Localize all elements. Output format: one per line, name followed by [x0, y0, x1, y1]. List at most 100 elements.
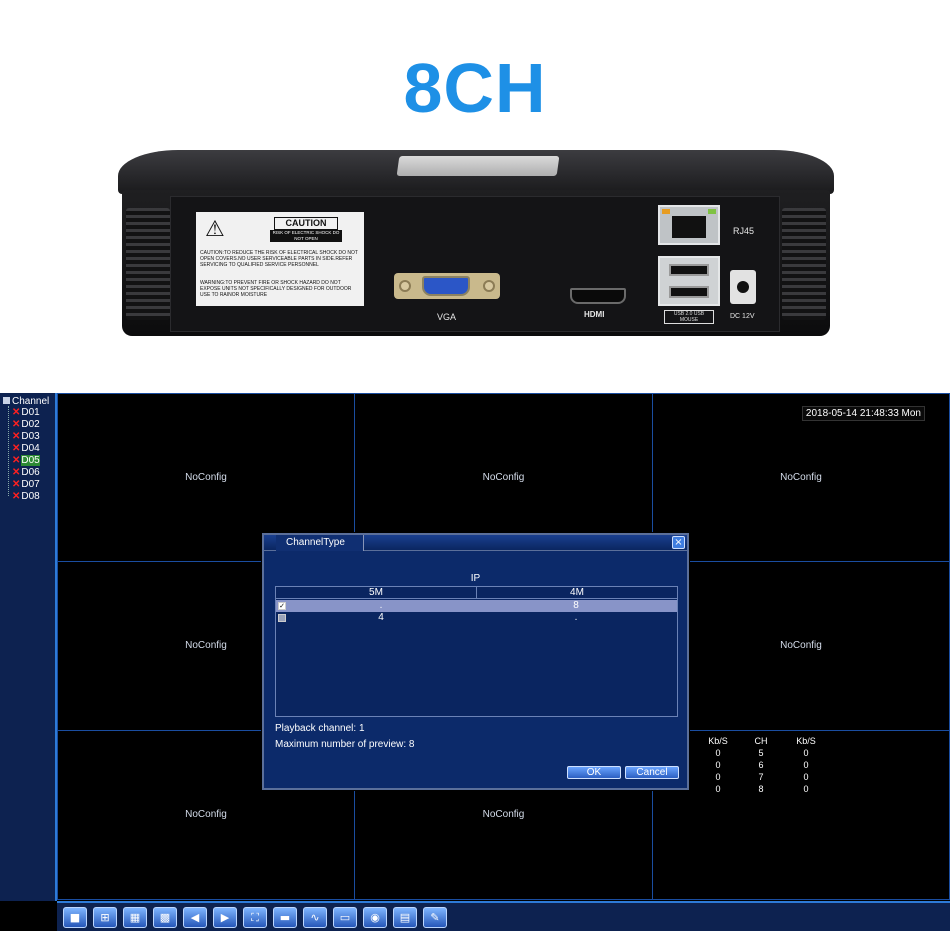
hdmi-label: HDMI: [584, 310, 605, 319]
stats-cell: 0: [803, 784, 809, 794]
max-preview-text: Maximum number of preview: 8: [275, 739, 415, 750]
rj45-label: RJ45: [733, 226, 755, 236]
vent-left: [126, 208, 170, 320]
sidebar-item-d08[interactable]: ✕D08: [12, 491, 40, 503]
channel-label: D08: [21, 491, 40, 502]
stats-cell: 0: [803, 772, 809, 782]
dialog-titlebar: ChannelType ×: [264, 535, 687, 551]
caution-title: CAUTION: [274, 217, 338, 230]
stats-cell: 0: [715, 748, 721, 758]
channel-label: D07: [21, 479, 40, 490]
warning-text: WARNING:TO PREVENT FIRE OR SHOCK HAZARD …: [200, 280, 352, 298]
video-cell[interactable]: NoConfig: [652, 561, 950, 731]
disconnected-icon: ✕: [12, 467, 21, 478]
dc-label: DC 12V: [730, 313, 755, 320]
disconnected-icon: ✕: [12, 491, 21, 502]
stats-cell: 0: [715, 784, 721, 794]
playback-icon[interactable]: ∿: [303, 907, 327, 928]
no-config-label: NoConfig: [185, 640, 227, 651]
stats-header-cell: Kb/S: [708, 736, 728, 746]
usb-ports: [658, 256, 720, 306]
cell-5m: .: [379, 600, 383, 611]
hdmi-port: [570, 288, 626, 304]
record-icon[interactable]: ▬: [273, 907, 297, 928]
sidebar-item-d07[interactable]: ✕D07: [12, 479, 40, 491]
dc-power-port: [730, 270, 756, 304]
stats-cell: 7: [758, 772, 764, 782]
fullscreen-icon[interactable]: ⛶: [243, 907, 267, 928]
caution-text: CAUTION:TO REDUCE THE RISK OF ELECTRICAL…: [200, 250, 358, 268]
video-cell[interactable]: NoConfig 2018-05-14 21:48:33 Mon: [652, 393, 950, 562]
channel-header-label: Channel: [12, 396, 50, 407]
no-config-label: NoConfig: [780, 471, 822, 483]
ptz-icon[interactable]: ◉: [363, 907, 387, 928]
sidebar-item-d05[interactable]: ✕D05: [12, 455, 40, 467]
sidebar-item-d06[interactable]: ✕D06: [12, 467, 40, 479]
cell-5m: 4: [378, 612, 384, 623]
nine-view-icon[interactable]: ▩: [153, 907, 177, 928]
stats-cell: 0: [715, 772, 721, 782]
six-view-icon[interactable]: ▦: [123, 907, 147, 928]
vga-label: VGA: [437, 312, 457, 322]
caution-sub: RISK OF ELECTRIC SHOCK DO NOT OPEN: [270, 230, 342, 242]
dialog-title: ChannelType: [276, 535, 364, 551]
setting-icon[interactable]: ▤: [393, 907, 417, 928]
nvr-ui: Channel ✕D01✕D02✕D03✕D04✕D05✕D06✕D07✕D08…: [0, 393, 950, 931]
close-icon[interactable]: ×: [672, 536, 685, 549]
column-header-4m: 4M: [570, 587, 584, 598]
table-row[interactable]: 4.: [276, 612, 677, 624]
stats-cell: 0: [803, 760, 809, 770]
previous-icon[interactable]: ◀: [183, 907, 207, 928]
sidebar-item-d02[interactable]: ✕D02: [12, 419, 40, 431]
single-view-icon[interactable]: ■: [63, 907, 87, 928]
disconnected-icon: ✕: [12, 479, 21, 490]
quad-view-icon[interactable]: ⊞: [93, 907, 117, 928]
headline: 8CH: [403, 49, 547, 127]
rj45-port: [658, 205, 720, 245]
no-config-label: NoConfig: [780, 640, 822, 651]
stats-header-cell: CH: [754, 736, 768, 746]
channel-label: D04: [21, 443, 40, 454]
tree-line: [8, 406, 9, 496]
sidebar-item-d01[interactable]: ✕D01: [12, 407, 40, 419]
disconnected-icon: ✕: [12, 443, 21, 454]
network-icon[interactable]: ▭: [333, 907, 357, 928]
next-icon[interactable]: ▶: [213, 907, 237, 928]
bottom-toolbar: ■ ⊞ ▦ ▩ ◀ ▶ ⛶ ▬ ∿ ▭ ◉ ▤ ✎: [57, 901, 950, 931]
warning-icon: ⚠: [205, 216, 225, 241]
column-header-5m: 5M: [369, 587, 383, 598]
no-config-label: NoConfig: [482, 471, 525, 483]
row-checkbox[interactable]: ✓: [278, 602, 286, 610]
cell-4m: 8: [573, 600, 579, 611]
stats-cell: 6: [758, 760, 764, 770]
caution-label: ⚠ CAUTION RISK OF ELECTRIC SHOCK DO NOT …: [196, 212, 364, 306]
row-checkbox[interactable]: [278, 614, 286, 622]
ok-button[interactable]: OK: [567, 766, 621, 779]
disconnected-icon: ✕: [12, 407, 21, 418]
stats-header: Kb/S CH Kb/S: [703, 736, 833, 747]
channel-tree-header[interactable]: Channel: [3, 396, 49, 407]
stats-row: 0 8 0: [703, 784, 833, 795]
sidebar-item-d04[interactable]: ✕D04: [12, 443, 40, 455]
vga-port: [394, 273, 500, 299]
channel-label: D01: [21, 407, 40, 418]
cancel-button[interactable]: Cancel: [625, 766, 679, 779]
disconnected-icon: ✕: [12, 431, 21, 442]
logout-icon[interactable]: ✎: [423, 907, 447, 928]
channel-label: D06: [21, 467, 40, 478]
collapse-icon: [3, 397, 10, 404]
sidebar-item-d03[interactable]: ✕D03: [12, 431, 40, 443]
ip-group-label: IP: [470, 573, 481, 584]
no-config-label: NoConfig: [185, 471, 227, 483]
stats-cell: 5: [758, 748, 764, 758]
stats-cell: 8: [758, 784, 764, 794]
channel-label: D03: [21, 431, 40, 442]
cell-4m: .: [574, 612, 578, 623]
device-lid: [118, 150, 834, 194]
table-row[interactable]: ✓. 8: [276, 600, 677, 612]
disconnected-icon: ✕: [12, 419, 21, 430]
vent-right: [782, 208, 826, 320]
